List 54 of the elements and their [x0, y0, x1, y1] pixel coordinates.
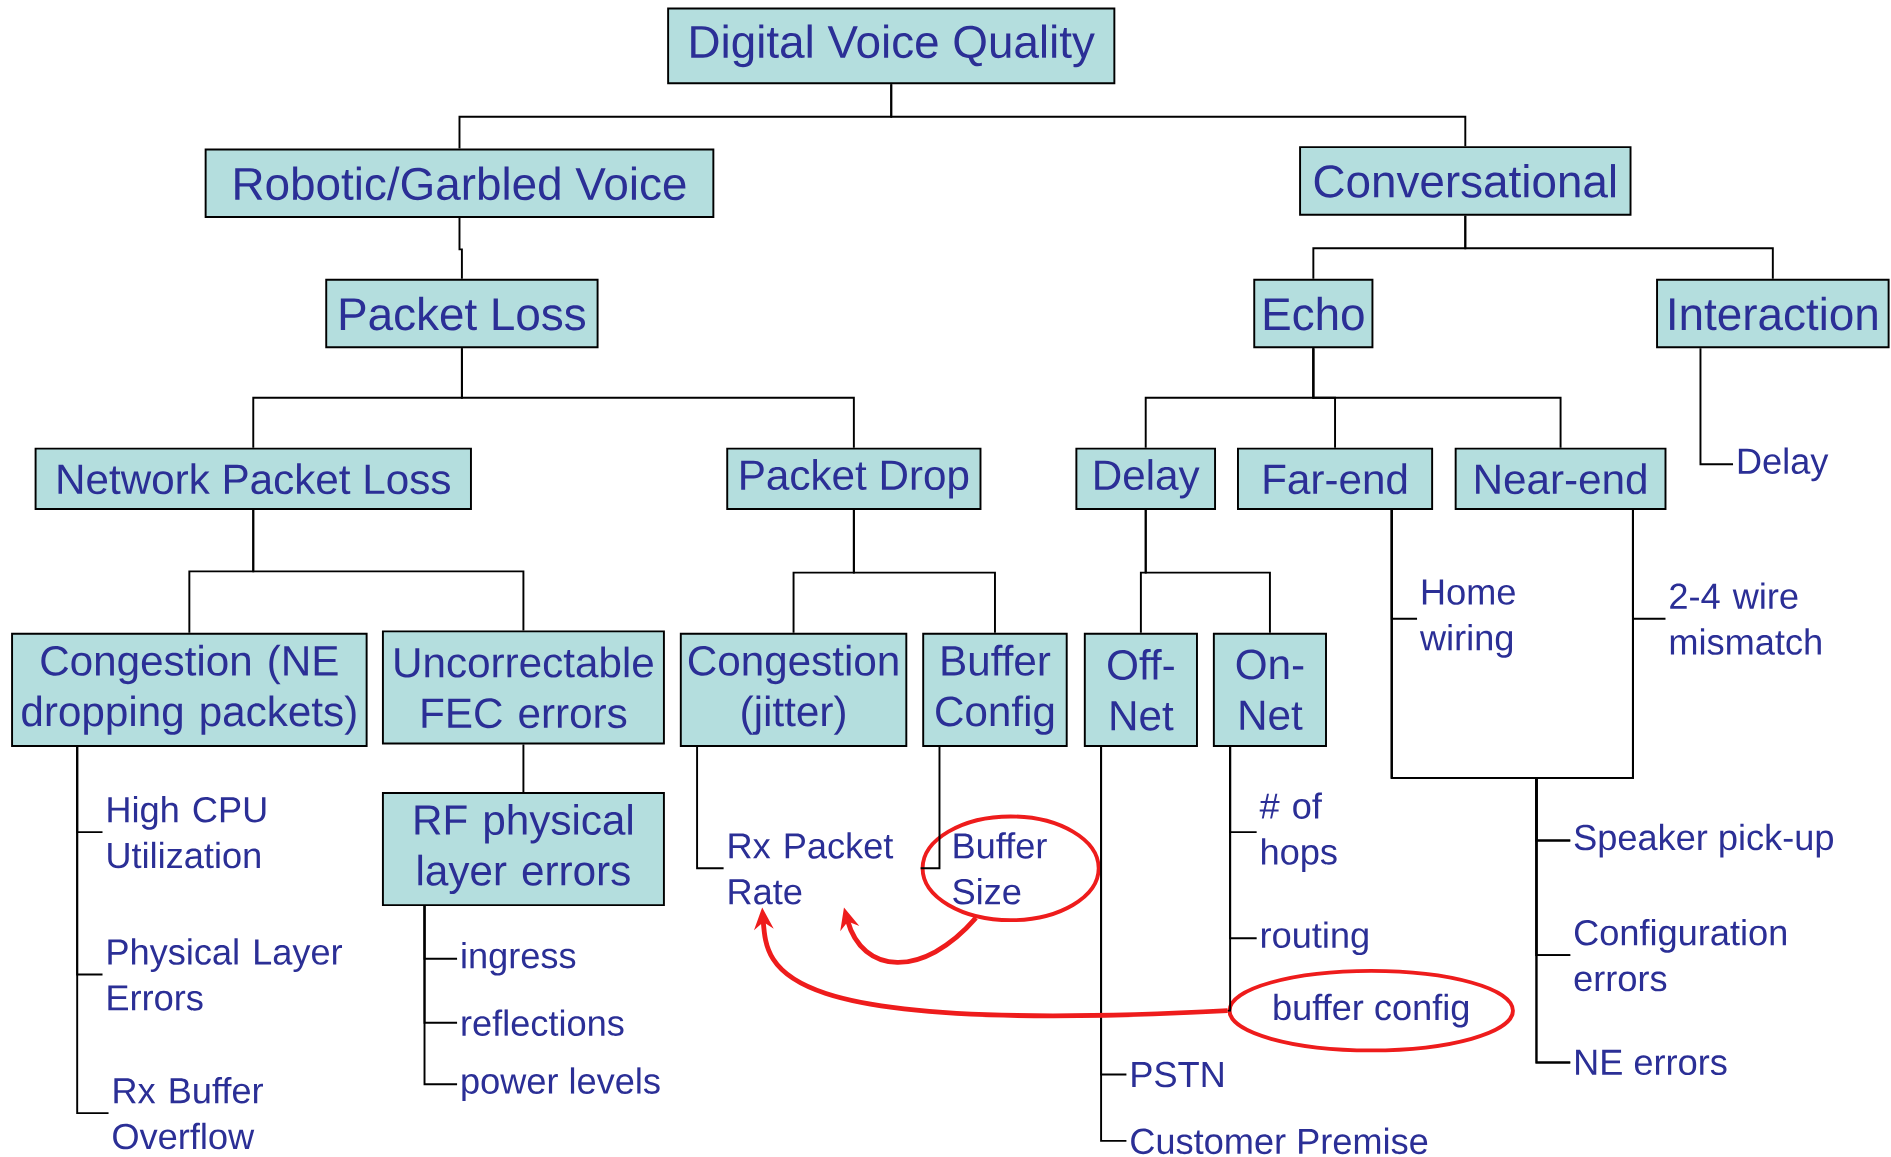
- category-box: Network Packet Loss: [34, 447, 472, 511]
- connector-line: [1464, 214, 1774, 280]
- category-box: Uncorrectable FEC errors: [381, 630, 665, 745]
- connector-line: [890, 83, 1467, 148]
- connector-line: [522, 743, 525, 794]
- category-box: Packet Loss: [325, 279, 599, 349]
- connector-line: [919, 746, 941, 870]
- connector-line: [696, 746, 725, 870]
- category-box: Far-end: [1237, 447, 1434, 511]
- category-box: Robotic/Garbled Voice: [204, 148, 715, 219]
- connector-line: [76, 746, 110, 1115]
- leaf-label: # of hops: [1259, 792, 1337, 873]
- connector-line: [423, 905, 459, 1086]
- leaf-label: ingress: [462, 942, 576, 976]
- category-box: Digital Voice Quality: [667, 7, 1116, 85]
- category-box: Buffer Config: [922, 633, 1068, 748]
- leaf-label: Rx Packet Rate: [729, 832, 894, 905]
- leaf-label: 2-4 wire mismatch: [1670, 582, 1821, 656]
- category-box: Interaction: [1656, 279, 1890, 349]
- category-box: Packet Drop: [726, 447, 982, 511]
- connector-line: [1699, 347, 1734, 466]
- leaf-label: Speaker pick-up: [1574, 823, 1833, 858]
- leaf-label: Rx Buffer Overflow: [113, 1077, 263, 1150]
- connector-line: [852, 509, 996, 634]
- category-box: Conversational: [1299, 146, 1632, 216]
- leaf-label: routing: [1261, 921, 1368, 956]
- category-box: Congestion (jitter): [679, 633, 908, 748]
- leaf-label: High CPU Utilization: [108, 796, 266, 869]
- leaf-label: PSTN: [1132, 1061, 1223, 1088]
- leaf-label: reflections: [462, 1009, 624, 1037]
- category-box: On-Net: [1212, 633, 1327, 748]
- connector-line: [458, 217, 463, 280]
- connector-line: [460, 347, 855, 449]
- circled-label: Buffer Size: [920, 814, 1101, 923]
- leaf-label: power levels: [462, 1067, 660, 1102]
- leaf-label: Physical Layer Errors: [108, 938, 342, 1011]
- leaf-label: NE errors: [1576, 1050, 1727, 1076]
- leaf-label: Configuration errors: [1574, 919, 1786, 992]
- leaf-label: Delay: [1738, 447, 1829, 482]
- connector-line: [1312, 347, 1562, 449]
- connector-line: [1535, 509, 1634, 1064]
- connector-line: [1100, 746, 1128, 1143]
- category-box: Near-end: [1454, 447, 1667, 511]
- category-box: Off-Net: [1083, 633, 1198, 748]
- category-box: RF physical layer errors: [381, 792, 665, 907]
- leaf-label: Home wiring: [1419, 579, 1515, 658]
- connector-line: [1226, 746, 1232, 1012]
- category-box: Echo: [1253, 279, 1374, 349]
- connector-line: [1144, 509, 1271, 634]
- leaf-label: Customer Premise: [1131, 1127, 1428, 1155]
- category-box: Congestion (NE dropping packets): [11, 633, 368, 748]
- connector-line: [252, 509, 525, 632]
- category-box: Delay: [1075, 447, 1217, 511]
- circled-label: buffer config: [1227, 969, 1515, 1053]
